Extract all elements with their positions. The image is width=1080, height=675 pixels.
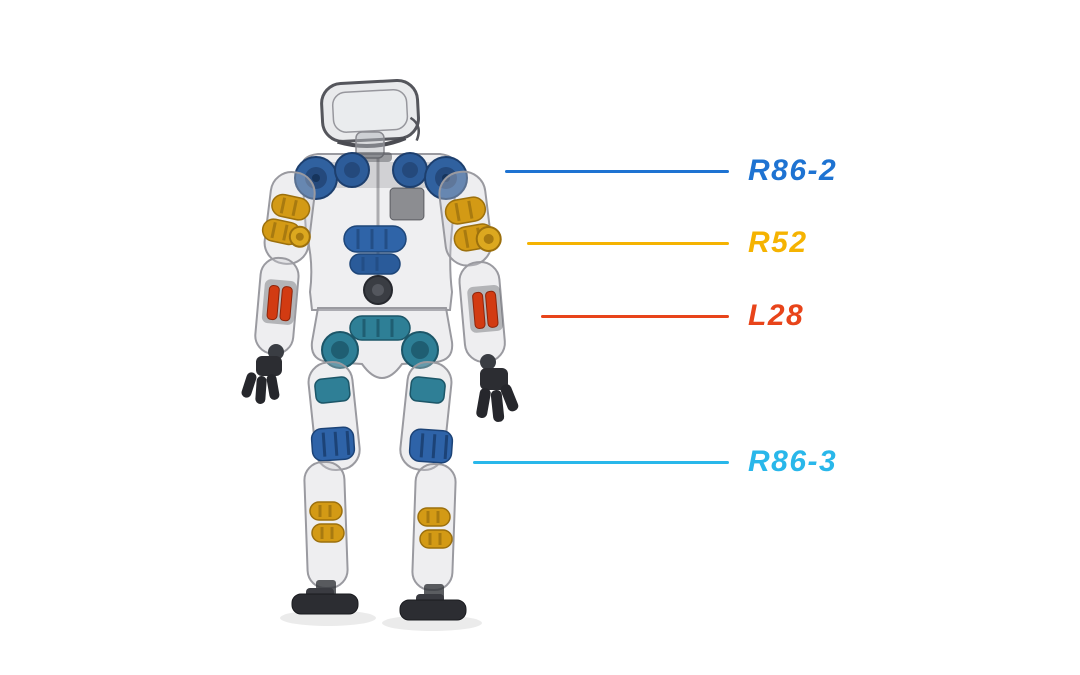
chest-actuators xyxy=(343,225,407,305)
robot-left-arm xyxy=(241,171,316,404)
left-hand xyxy=(241,356,282,404)
left-forearm-actuator xyxy=(261,279,297,325)
robot-right-arm xyxy=(438,170,519,422)
left-foot xyxy=(291,588,359,615)
right-hand xyxy=(476,368,519,422)
callout-line-r86-2 xyxy=(505,170,729,173)
right-forearm-actuator xyxy=(467,285,504,333)
callout-line-r52 xyxy=(527,242,729,245)
left-knee-actuator xyxy=(310,426,356,462)
left-elbow-actuator xyxy=(261,193,311,248)
callout-line-l28 xyxy=(541,315,729,318)
callout-line-r86-3 xyxy=(473,461,729,464)
right-elbow-actuator xyxy=(444,196,502,252)
right-knee-actuator xyxy=(408,428,454,464)
left-ankle-actuator xyxy=(309,501,345,543)
robot-pelvis xyxy=(310,307,454,379)
callout-label-r52: R52 xyxy=(748,226,808,259)
callout-label-l28: L28 xyxy=(748,299,805,332)
robot-right-leg xyxy=(399,360,467,621)
robot-left-leg xyxy=(291,360,361,615)
callout-label-r86-2: R86-2 xyxy=(748,154,838,187)
callout-label-r86-3: R86-3 xyxy=(748,445,838,478)
right-foot xyxy=(399,594,467,621)
right-ankle-actuator xyxy=(417,507,453,549)
robot-head xyxy=(320,78,420,149)
